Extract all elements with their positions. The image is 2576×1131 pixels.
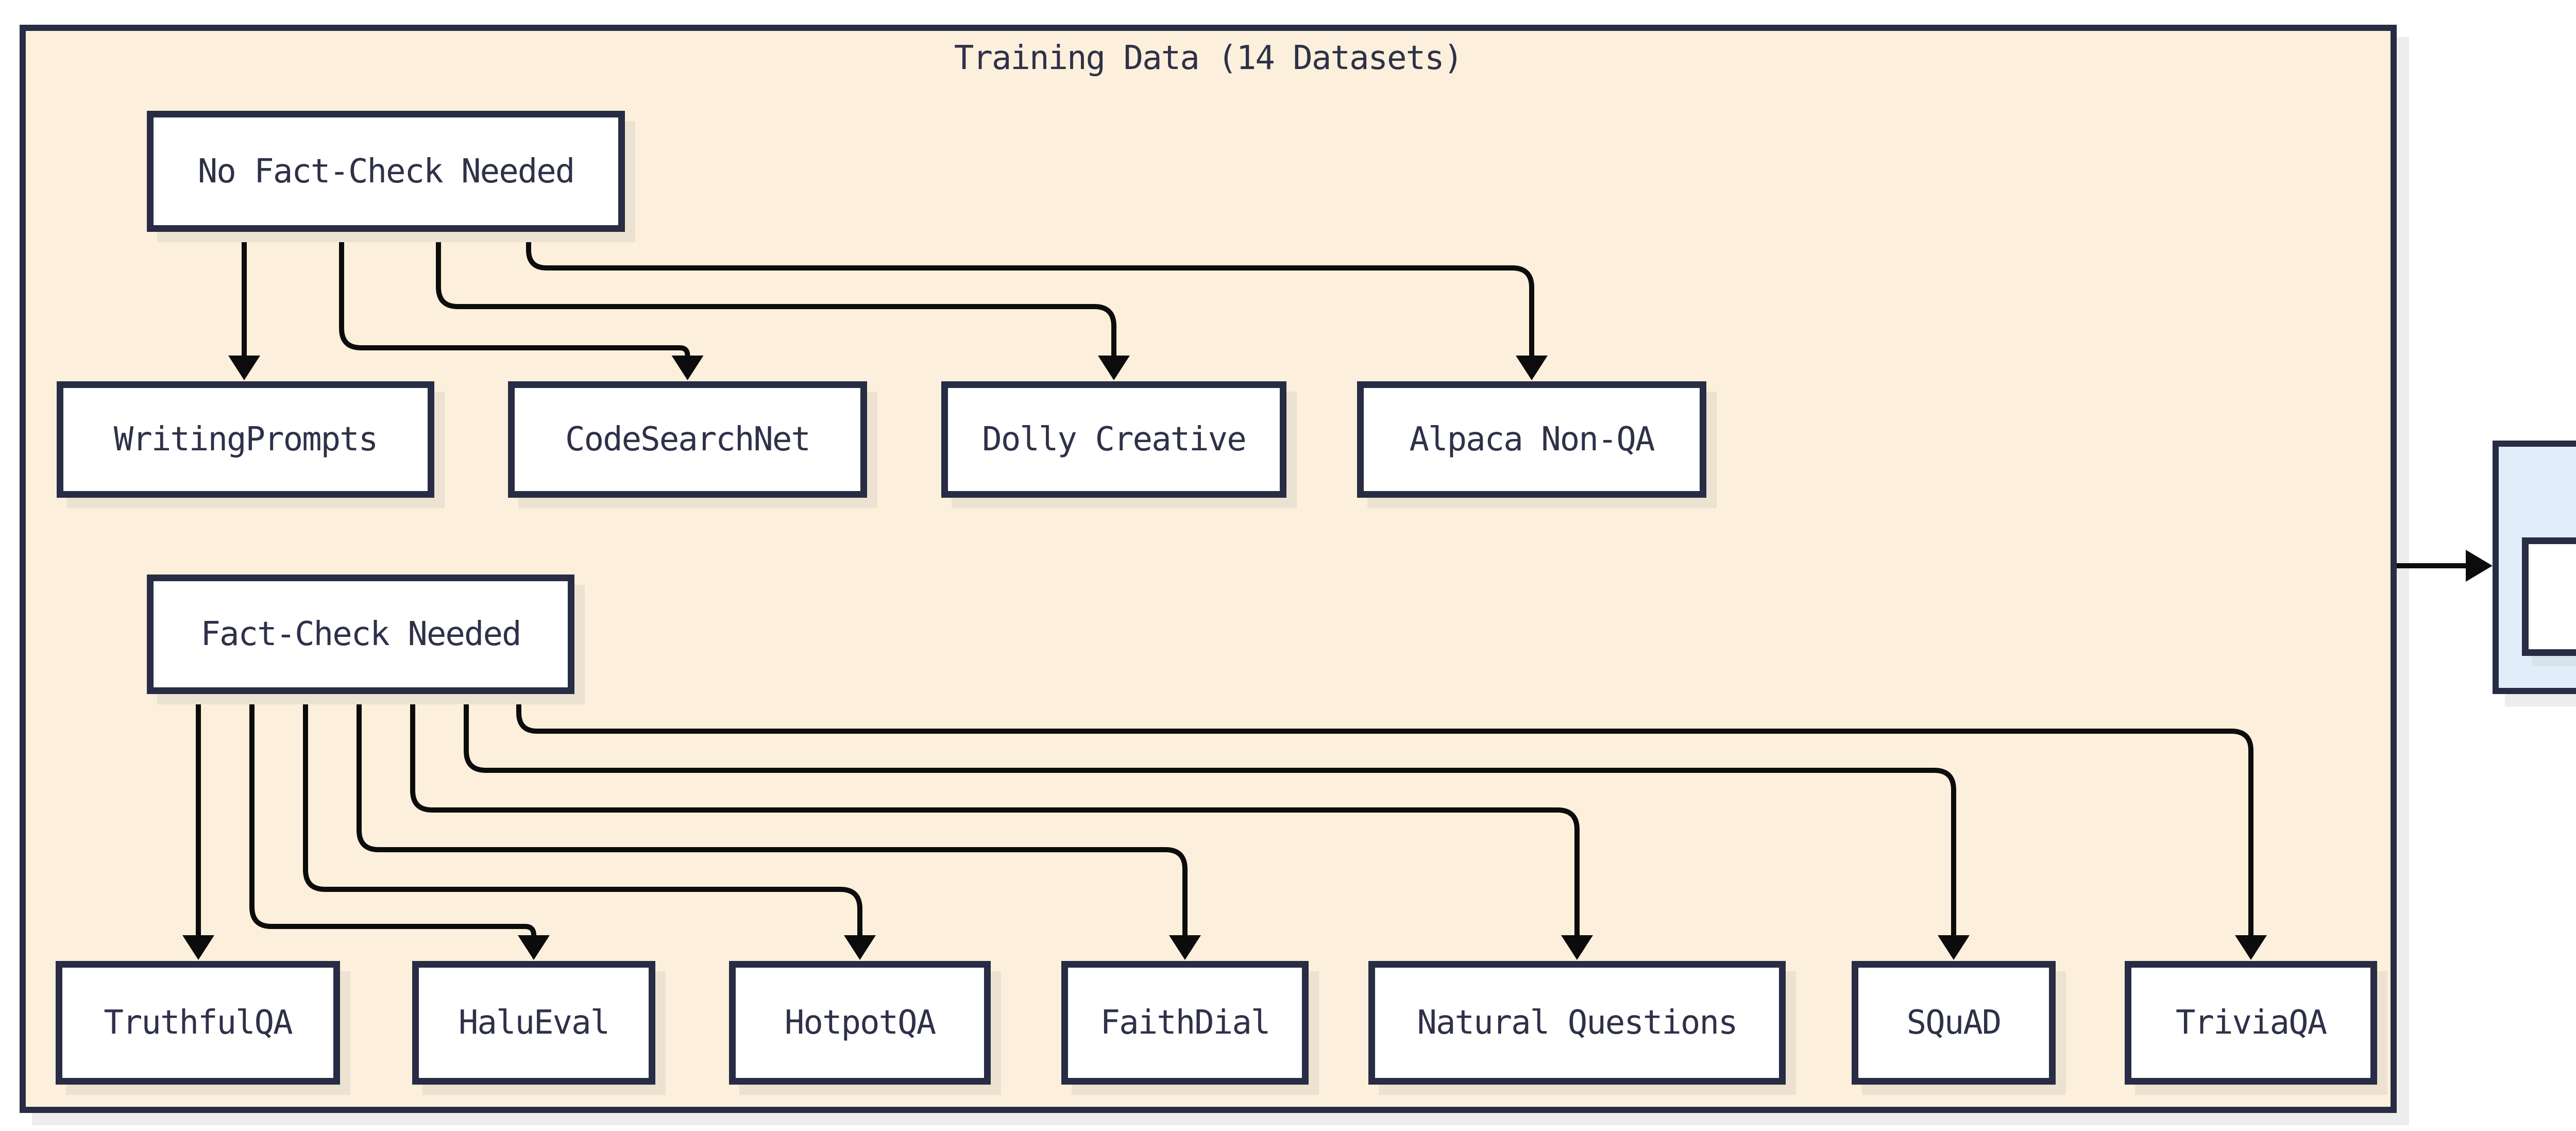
node-faithdial: FaithDial xyxy=(1061,961,1309,1085)
node-label: Fact-Check Needed xyxy=(200,615,521,653)
halugate-sentinel-group-title: HaluGate Sentinel xyxy=(2499,459,2576,497)
node-label: TruthfulQA xyxy=(104,1004,293,1042)
node-label: TriviaQA xyxy=(2175,1004,2327,1042)
node-hotpotqa: HotpotQA xyxy=(729,961,991,1085)
node-squad: SQuAD xyxy=(1852,961,2056,1085)
node-label: Dolly Creative xyxy=(982,420,1246,459)
node-writingprompts: WritingPrompts xyxy=(57,381,434,498)
node-label: No Fact-Check Needed xyxy=(197,152,575,191)
arrowhead-training->sentinel xyxy=(2466,550,2493,582)
node-natural-questions: Natural Questions xyxy=(1368,961,1786,1085)
node-label: CodeSearchNet xyxy=(565,420,811,459)
node-label: FaithDial xyxy=(1100,1004,1271,1042)
node-no-fact-check-needed: No Fact-Check Needed xyxy=(147,111,625,232)
node-dolly-creative: Dolly Creative xyxy=(941,381,1286,498)
node-truthfulqa: TruthfulQA xyxy=(56,961,340,1085)
node-halueval: HaluEval xyxy=(412,961,655,1085)
node-alpaca-non-qa: Alpaca Non-QA xyxy=(1357,381,1706,498)
node-label: WritingPrompts xyxy=(113,420,378,459)
node-modernbert-base: ModernBERT Base xyxy=(2522,537,2576,656)
node-codesearchnet: CodeSearchNet xyxy=(508,381,867,498)
node-fact-check-needed: Fact-Check Needed xyxy=(147,575,574,694)
node-label: SQuAD xyxy=(1906,1004,2002,1042)
node-label: Natural Questions xyxy=(1417,1004,1738,1042)
node-triviaqa: TriviaQA xyxy=(2125,961,2377,1085)
node-label: HaluEval xyxy=(458,1004,610,1042)
node-label: Alpaca Non-QA xyxy=(1409,420,1655,459)
node-label: HotpotQA xyxy=(784,1004,936,1042)
training-data-group-title: Training Data (14 Datasets) xyxy=(954,39,1463,77)
